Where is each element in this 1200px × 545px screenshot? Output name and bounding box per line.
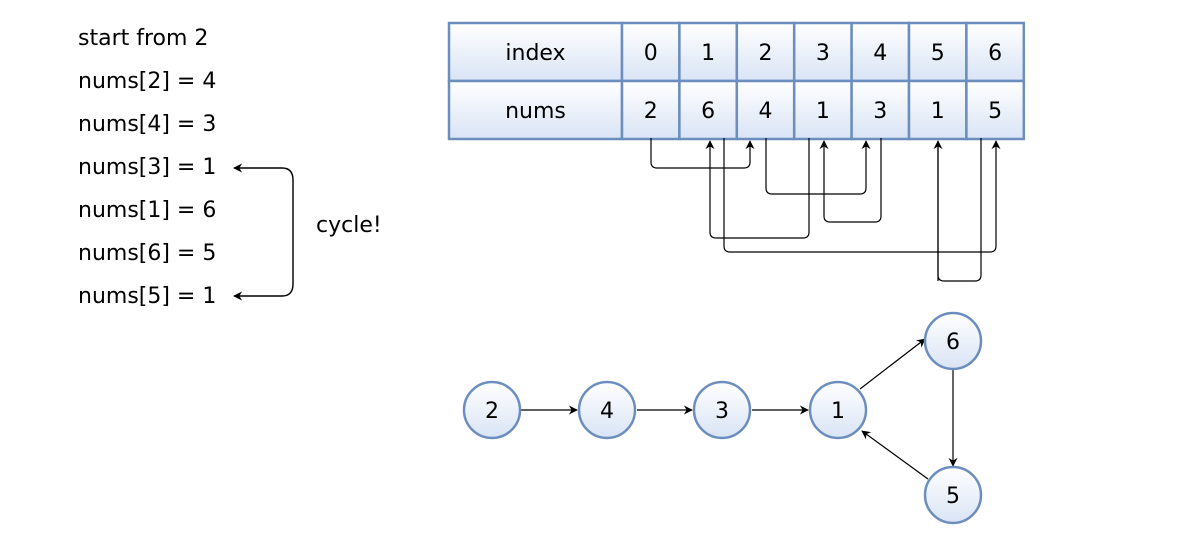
edge-5-1 xyxy=(861,430,929,480)
cycle-bracket-arrow xyxy=(233,163,294,301)
step-nums-1: nums[1] = 6 xyxy=(78,198,217,223)
node-label-4: 4 xyxy=(600,399,614,424)
pointer-arrow-0 xyxy=(650,138,755,169)
index-cell-0 xyxy=(620,21,681,83)
pointer-arrow-6 xyxy=(933,138,982,282)
node-label-2: 2 xyxy=(485,399,499,424)
nums-value-6: 5 xyxy=(988,99,1002,124)
pointer-arrow-2 xyxy=(765,138,871,195)
node-2 xyxy=(462,380,522,440)
node-label-5: 5 xyxy=(946,484,960,509)
index-value-1: 1 xyxy=(701,41,715,66)
index-header-label: index xyxy=(505,41,565,66)
node-5 xyxy=(923,465,983,525)
step-nums-3: nums[3] = 1 xyxy=(78,155,217,180)
nums-cell-3 xyxy=(792,79,853,141)
index-value-5: 5 xyxy=(931,41,945,66)
node-3 xyxy=(692,380,752,440)
edge-1-6 xyxy=(859,338,926,390)
nums-cell-2 xyxy=(735,79,796,141)
pointer-arrows xyxy=(650,138,1001,282)
index-value-0: 0 xyxy=(644,41,658,66)
pointer-arrow-1 xyxy=(723,138,1001,253)
index-cell-6 xyxy=(965,21,1026,83)
nums-cell-5 xyxy=(907,79,968,141)
node-4 xyxy=(577,380,637,440)
step-nums-6: nums[6] = 5 xyxy=(78,241,217,266)
node-label-3: 3 xyxy=(715,399,729,424)
nums-value-1: 6 xyxy=(701,99,715,124)
index-value-4: 4 xyxy=(873,41,887,66)
index-value-2: 2 xyxy=(759,41,773,66)
node-6 xyxy=(923,311,983,371)
step-nums-2: nums[2] = 4 xyxy=(78,69,217,94)
nums-header-label: nums xyxy=(505,99,566,124)
node-label-1: 1 xyxy=(831,399,845,424)
graph-nodes: 2 4 3 1 6 5 xyxy=(462,311,983,525)
nums-value-4: 3 xyxy=(873,99,887,124)
nums-value-5: 1 xyxy=(931,99,945,124)
nums-value-2: 4 xyxy=(759,99,773,124)
pointer-arrow-3 xyxy=(705,138,810,239)
step-nums-5: nums[5] = 1 xyxy=(78,284,217,309)
step-start: start from 2 xyxy=(78,26,209,51)
index-value-6: 6 xyxy=(988,41,1002,66)
pointer-arrow-4 xyxy=(819,138,882,223)
index-nums-table: index 0 1 2 3 4 5 6 nums 2 6 4 1 3 1 5 xyxy=(447,21,1026,141)
index-value-3: 3 xyxy=(816,41,830,66)
node-label-6: 6 xyxy=(946,330,960,355)
index-header-cell xyxy=(447,21,624,83)
graph-edges xyxy=(521,338,958,480)
nums-cell-6 xyxy=(965,79,1026,141)
cycle-label: cycle! xyxy=(316,213,382,238)
nums-value-0: 2 xyxy=(644,99,658,124)
nums-header-cell xyxy=(447,79,624,141)
nums-cell-1 xyxy=(678,79,739,141)
step-nums-4: nums[4] = 3 xyxy=(78,112,217,137)
node-1 xyxy=(808,380,868,440)
nums-value-3: 1 xyxy=(816,99,830,124)
